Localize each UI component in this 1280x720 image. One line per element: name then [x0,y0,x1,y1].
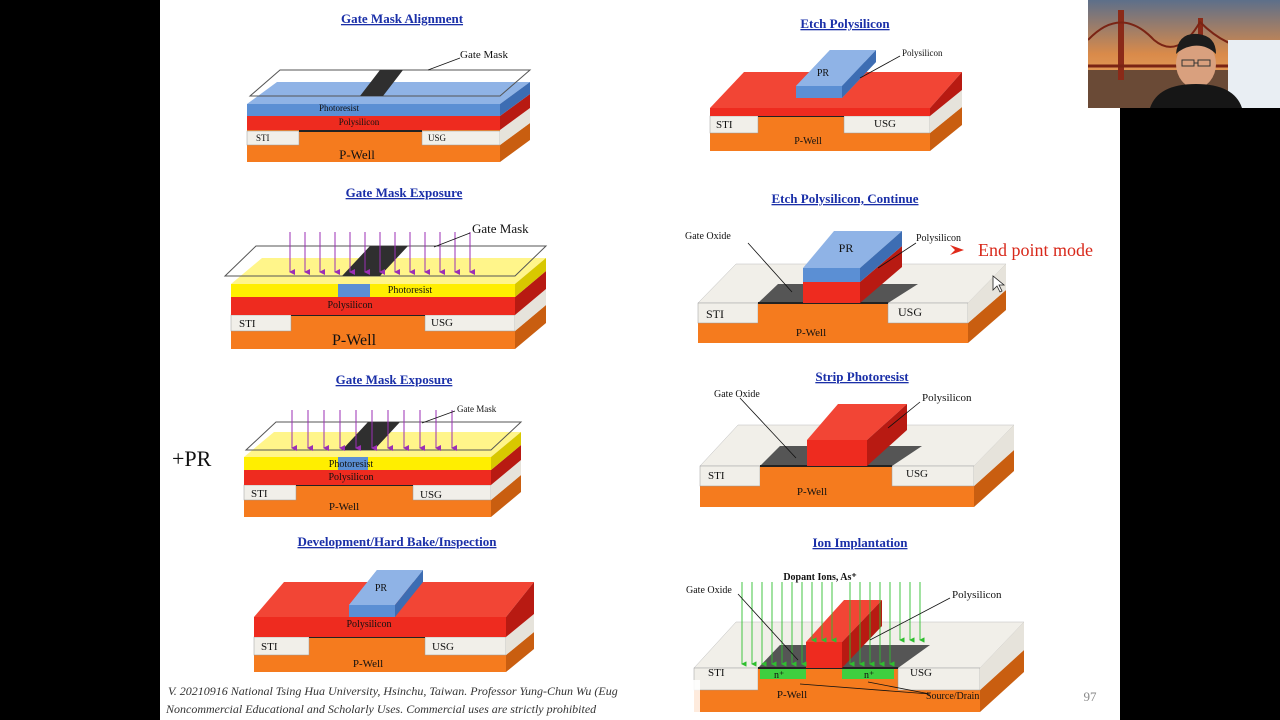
panel-gate-mask-exposure-pr: Gate Mask Exposure +PR Photoresist Polys… [172,372,523,517]
svg-text:Strip Photoresist: Strip Photoresist [815,369,909,384]
svg-text:P-Well: P-Well [353,658,383,670]
svg-text:USG: USG [432,641,454,653]
svg-text:Development/Hard Bake/Inspecti: Development/Hard Bake/Inspection [298,534,498,549]
svg-text:Polysilicon: Polysilicon [902,48,943,58]
panel-etch-polysilicon: Etch Polysilicon PR Polysilicon STI USG … [709,16,962,151]
panel-ion-implantation: Ion Implantation Dopant Ions, As⁺ Gate O… [686,535,1025,712]
panel-etch-polysilicon-continue: Etch Polysilicon, Continue PR Gate Oxide… [685,191,1093,343]
svg-text:USG: USG [431,317,453,329]
svg-text:PR: PR [817,68,830,79]
svg-text:P-Well: P-Well [332,332,377,349]
side-note: +PR [172,446,212,471]
svg-text:Photoresist: Photoresist [319,103,360,113]
panel-title: Gate Mask Alignment [341,11,464,26]
panel-gate-mask-exposure: Gate Mask Exposure Photoresist Polysilic… [223,185,548,349]
svg-text:USG: USG [906,468,928,480]
svg-text:Polysilicon: Polysilicon [328,472,373,483]
svg-text:Polysilicon: Polysilicon [916,233,961,244]
svg-text:USG: USG [874,118,896,130]
svg-text:Gate Oxide: Gate Oxide [714,389,760,400]
svg-text:P-Well: P-Well [329,501,359,513]
end-point-note: End point mode [978,240,1093,260]
svg-text:STI: STI [239,318,256,330]
svg-text:USG: USG [428,133,447,143]
svg-text:STI: STI [708,667,725,679]
svg-text:PR: PR [839,241,854,255]
page-number: 97 [1084,689,1098,704]
svg-text:Polysilicon: Polysilicon [922,392,972,404]
svg-text:Etch Polysilicon: Etch Polysilicon [800,16,890,31]
lecture-slide: Gate Mask Alignment Photoresist Polysili… [160,0,1120,720]
svg-text:Gate Oxide: Gate Oxide [685,231,731,242]
arrow-icon [950,245,964,255]
svg-text:P-Well: P-Well [794,136,822,147]
svg-text:Photoresist: Photoresist [388,285,433,296]
svg-text:Source/Drain: Source/Drain [926,691,979,702]
svg-text:STI: STI [706,307,724,321]
svg-text:Gate Mask: Gate Mask [457,404,497,414]
svg-text:Gate Mask: Gate Mask [472,221,529,236]
svg-text:Gate Mask Exposure: Gate Mask Exposure [346,185,463,200]
svg-text:STI: STI [256,133,270,143]
svg-text:Ion Implantation: Ion Implantation [813,535,909,550]
panel-gate-mask-alignment: Gate Mask Alignment Photoresist Polysili… [246,11,532,162]
svg-text:Polysilicon: Polysilicon [327,300,372,311]
svg-text:Polysilicon: Polysilicon [346,619,391,630]
footer-line-2: Noncommercial Educational and Scholarly … [165,702,597,716]
svg-text:Photoresist: Photoresist [329,459,374,470]
svg-text:n⁺: n⁺ [864,670,874,681]
svg-text:Gate Mask Exposure: Gate Mask Exposure [336,372,453,387]
svg-text:Dopant Ions, As⁺: Dopant Ions, As⁺ [783,572,856,583]
svg-text:USG: USG [420,489,442,501]
svg-text:P-Well: P-Well [777,689,807,701]
svg-text:Gate Oxide: Gate Oxide [686,585,732,596]
footer-line-1: V. 20210916 National Tsing Hua Universit… [168,684,618,698]
svg-text:P-Well: P-Well [796,327,826,339]
presenter-webcam [1088,0,1280,108]
svg-text:STI: STI [716,119,733,131]
svg-text:Etch Polysilicon, Continue: Etch Polysilicon, Continue [772,191,919,206]
svg-text:Polysilicon: Polysilicon [339,117,380,127]
svg-text:P-Well: P-Well [797,486,827,498]
svg-text:PR: PR [375,583,388,594]
svg-text:STI: STI [708,470,725,482]
mouse-cursor-icon [992,275,1006,293]
process-flow-diagram: Gate Mask Alignment Photoresist Polysili… [160,11,1098,720]
svg-text:Polysilicon: Polysilicon [952,589,1002,601]
svg-text:P-Well: P-Well [339,147,375,162]
presenter-video-icon [1088,0,1280,108]
svg-text:Gate Mask: Gate Mask [460,49,508,61]
svg-text:n⁺: n⁺ [774,670,784,681]
svg-text:USG: USG [898,305,922,319]
svg-text:USG: USG [910,667,932,679]
svg-text:STI: STI [251,488,268,500]
panel-strip-photoresist: Strip Photoresist Gate Oxide Polysilicon… [699,369,1015,507]
svg-text:STI: STI [261,641,278,653]
panel-development: Development/Hard Bake/Inspection PR Poly… [253,534,534,672]
